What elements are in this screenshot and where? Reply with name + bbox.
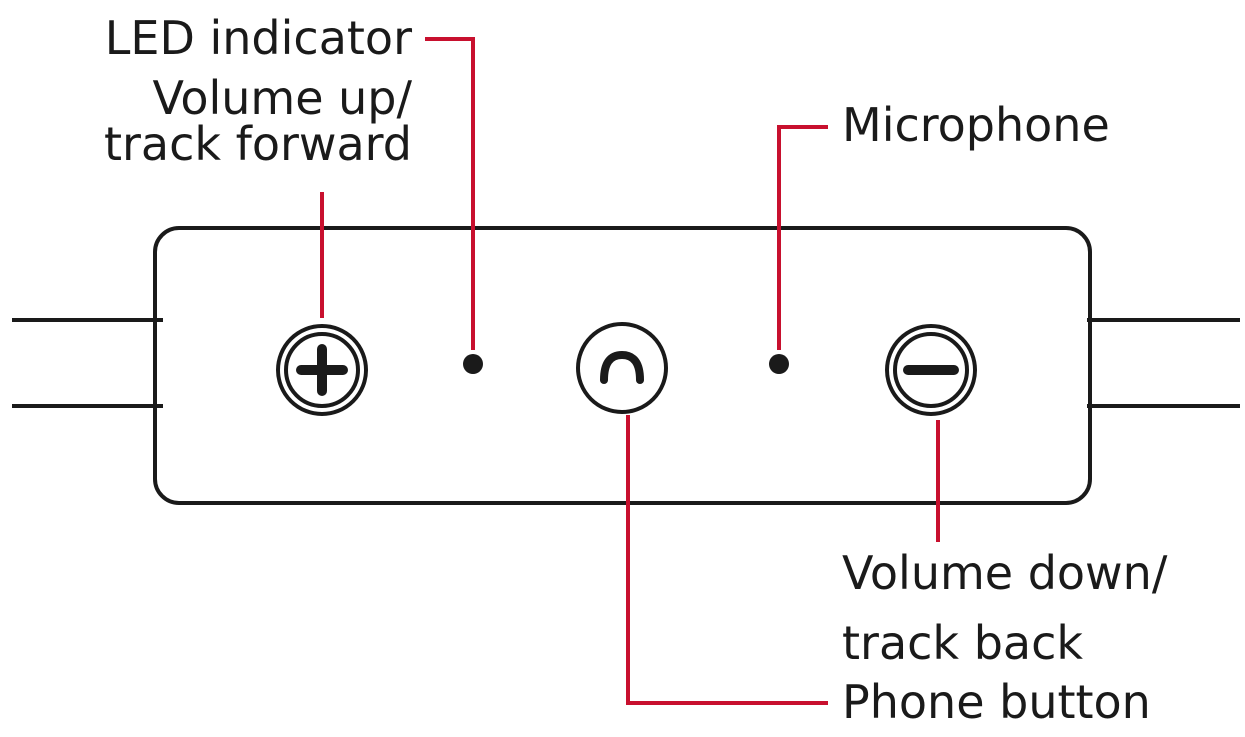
label-volume-up-line2: track forward: [103, 117, 412, 171]
microphone-hole-icon: [769, 354, 789, 374]
leader-led: [425, 37, 475, 350]
leader-microphone: [777, 125, 828, 350]
label-phone-button: Phone button: [842, 675, 1151, 729]
label-volume-up-line1: Volume up/: [152, 71, 412, 125]
cable-right: [1087, 318, 1240, 408]
minus-circle-icon[interactable]: [885, 324, 977, 416]
label-volume-down-line1: Volume down/: [842, 546, 1168, 600]
plus-circle-icon[interactable]: [276, 324, 368, 416]
cable-left: [12, 318, 163, 408]
label-led-indicator: LED indicator: [104, 11, 412, 65]
remote-body: [153, 226, 1092, 505]
label-microphone: Microphone: [842, 98, 1110, 152]
led-dot-icon: [463, 354, 483, 374]
label-volume-down-line2: track back: [842, 616, 1084, 670]
phone-handset-icon[interactable]: [576, 322, 668, 414]
leader-phone: [626, 415, 828, 705]
